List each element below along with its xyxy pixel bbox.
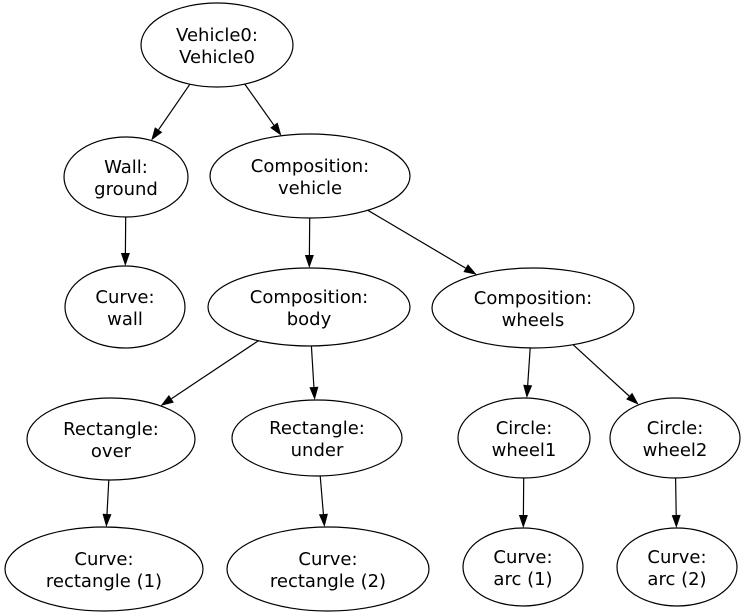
graph-node-wall-ground: Wall:ground (63, 136, 189, 218)
node-label-rectangle-over: Rectangle:over (63, 419, 159, 462)
node-label-line2: rectangle (2) (270, 571, 386, 592)
graph-node-curve-rectangle-1: Curve:rectangle (1) (4, 526, 204, 612)
node-label-vehicle0: Vehicle0:Vehicle0 (176, 25, 258, 68)
node-label-line2: wheels (502, 310, 565, 331)
node-label-curve-arc-2: Curve:arc (2) (647, 547, 706, 590)
graph-node-circle-wheel1: Circle:wheel1 (457, 397, 591, 479)
node-label-line2: wall (107, 309, 143, 330)
graph-node-circle-wheel2: Circle:wheel2 (609, 397, 741, 479)
node-label-line1: Composition: (251, 156, 369, 177)
node-label-curve-rectangle-1: Curve:rectangle (1) (46, 549, 162, 592)
graph-node-vehicle0: Vehicle0:Vehicle0 (140, 2, 294, 88)
node-label-composition-wheels: Composition:wheels (474, 288, 592, 331)
edge-arrowhead-composition-wheels-to-circle-wheel2 (626, 392, 639, 405)
edge-arrowhead-composition-vehicle-to-composition-wheels (463, 264, 477, 275)
node-label-rectangle-under: Rectangle:under (269, 418, 365, 461)
graph-node-rectangle-under: Rectangle:under (231, 399, 403, 477)
node-label-line2: over (91, 441, 132, 462)
edge-arrowhead-composition-body-to-rectangle-over (160, 395, 174, 406)
node-label-composition-body: Composition:body (250, 287, 368, 330)
node-label-line2: body (287, 309, 332, 330)
edge-arrowhead-rectangle-under-to-curve-rectangle-2 (318, 513, 328, 527)
graph-node-curve-rectangle-2: Curve:rectangle (2) (226, 526, 430, 612)
node-label-curve-wall: Curve:wall (95, 287, 154, 330)
node-label-line2: ground (94, 179, 158, 200)
node-label-line1: Rectangle: (269, 418, 365, 439)
edge-line-composition-body-to-rectangle-under (310, 345, 315, 388)
edge-arrowhead-wall-ground-to-curve-wall (120, 253, 130, 266)
edge-arrowhead-composition-vehicle-to-composition-body (304, 255, 314, 268)
node-ellipse-rectangle-under (231, 399, 403, 477)
edge-line-circle-wheel2-to-curve-arc-2 (675, 477, 677, 516)
node-ellipse-composition-vehicle (209, 133, 411, 219)
node-label-line1: Curve: (493, 547, 552, 568)
node-ellipse-circle-wheel2 (609, 397, 741, 479)
graph-node-curve-arc-2: Curve:arc (2) (616, 527, 738, 607)
graph-node-rectangle-over: Rectangle:over (26, 397, 196, 481)
edge-line-composition-vehicle-to-composition-wheels (367, 209, 466, 269)
graph-node-composition-wheels: Composition:wheels (431, 267, 635, 349)
node-label-wall-ground: Wall:ground (94, 157, 158, 200)
node-label-line2: wheel1 (492, 440, 557, 461)
node-ellipse-rectangle-over (26, 397, 196, 481)
edge-line-vehicle0-to-wall-ground (158, 83, 191, 131)
node-label-line1: Circle: (647, 418, 704, 439)
node-ellipse-curve-arc-1 (462, 527, 584, 607)
node-label-line2: arc (1) (493, 569, 552, 590)
edge-line-rectangle-over-to-curve-rectangle-1 (106, 479, 110, 515)
node-label-line1: Composition: (474, 288, 592, 309)
edge-arrowhead-composition-wheels-to-circle-wheel1 (523, 384, 533, 398)
node-label-curve-arc-1: Curve:arc (1) (493, 547, 552, 590)
node-label-line2: under (291, 440, 344, 461)
node-label-line2: rectangle (1) (46, 571, 162, 592)
node-ellipse-composition-wheels (431, 267, 635, 349)
node-ellipse-curve-arc-2 (616, 527, 738, 607)
node-label-line1: Vehicle0: (176, 25, 258, 46)
graph-node-curve-arc-1: Curve:arc (1) (462, 527, 584, 607)
graph-node-composition-body: Composition:body (207, 267, 411, 347)
node-ellipse-vehicle0 (140, 2, 294, 88)
edge-arrowhead-vehicle0-to-composition-vehicle (270, 122, 282, 136)
edge-line-composition-wheels-to-circle-wheel2 (572, 344, 630, 397)
node-ellipse-circle-wheel1 (457, 397, 591, 479)
node-label-line1: Composition: (250, 287, 368, 308)
edge-line-rectangle-under-to-curve-rectangle-2 (319, 475, 324, 515)
graph-node-curve-wall: Curve:wall (64, 265, 186, 349)
node-label-line1: Curve: (95, 287, 154, 308)
node-ellipse-curve-rectangle-2 (226, 526, 430, 612)
edge-line-composition-body-to-rectangle-over (171, 340, 259, 400)
node-ellipse-curve-rectangle-1 (4, 526, 204, 612)
node-label-line1: Rectangle: (63, 419, 159, 440)
node-label-line1: Circle: (496, 418, 553, 439)
edge-arrowhead-vehicle0-to-wall-ground (151, 127, 163, 141)
node-ellipse-wall-ground (63, 136, 189, 218)
node-label-line1: Curve: (298, 549, 357, 570)
node-label-line1: Curve: (74, 549, 133, 570)
node-label-line2: vehicle (278, 178, 342, 199)
node-ellipse-curve-wall (64, 265, 186, 349)
graph-node-composition-vehicle: Composition:vehicle (209, 133, 411, 219)
node-label-curve-rectangle-2: Curve:rectangle (2) (270, 549, 386, 592)
node-label-circle-wheel2: Circle:wheel2 (643, 418, 708, 461)
edge-line-composition-wheels-to-circle-wheel1 (527, 347, 531, 386)
edge-arrowhead-circle-wheel2-to-curve-arc-2 (671, 514, 681, 528)
node-label-circle-wheel1: Circle:wheel1 (492, 418, 557, 461)
edge-line-vehicle0-to-composition-vehicle (244, 83, 275, 126)
edge-arrowhead-circle-wheel1-to-curve-arc-1 (518, 515, 528, 528)
edge-arrowhead-rectangle-over-to-curve-rectangle-1 (102, 513, 112, 527)
node-label-line2: wheel2 (643, 440, 708, 461)
node-label-line2: Vehicle0 (179, 47, 255, 68)
edge-arrowhead-composition-body-to-rectangle-under (309, 386, 319, 400)
node-label-composition-vehicle: Composition:vehicle (251, 156, 369, 199)
node-label-line2: arc (2) (647, 569, 706, 590)
node-label-line1: Wall: (104, 157, 148, 178)
node-ellipse-composition-body (207, 267, 411, 347)
node-label-line1: Curve: (647, 547, 706, 568)
